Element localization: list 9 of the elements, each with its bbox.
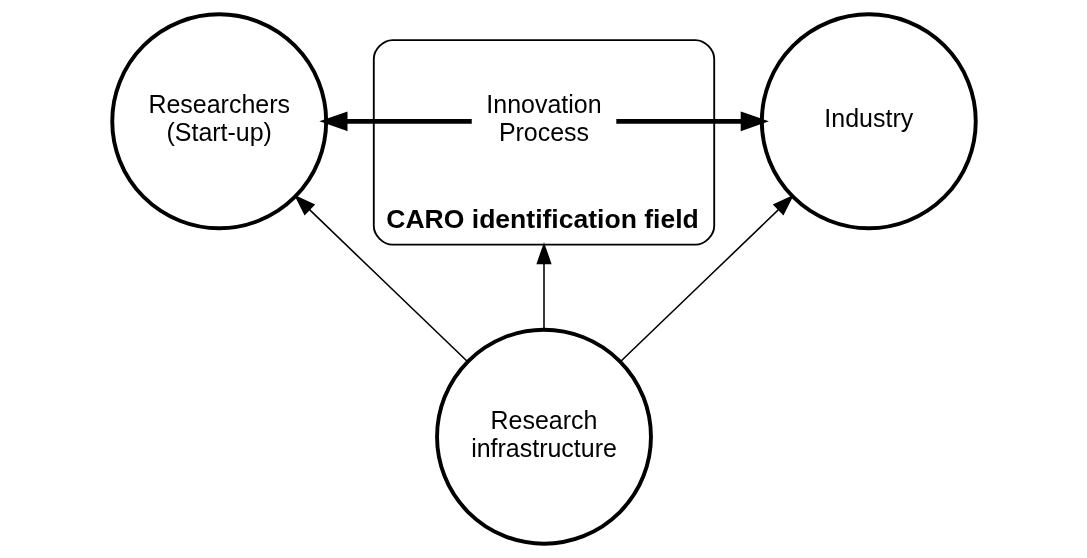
arrow <box>535 242 552 331</box>
arrow <box>619 194 794 363</box>
node-text: Innovation Process <box>485 90 602 147</box>
arrow <box>615 111 769 132</box>
node-circle: Industry <box>759 12 978 231</box>
node-circle: Researchers (Start-up) <box>109 12 328 231</box>
node-circle: Research infrastructure <box>434 327 653 546</box>
arrow <box>318 111 472 132</box>
arrow <box>293 194 468 363</box>
